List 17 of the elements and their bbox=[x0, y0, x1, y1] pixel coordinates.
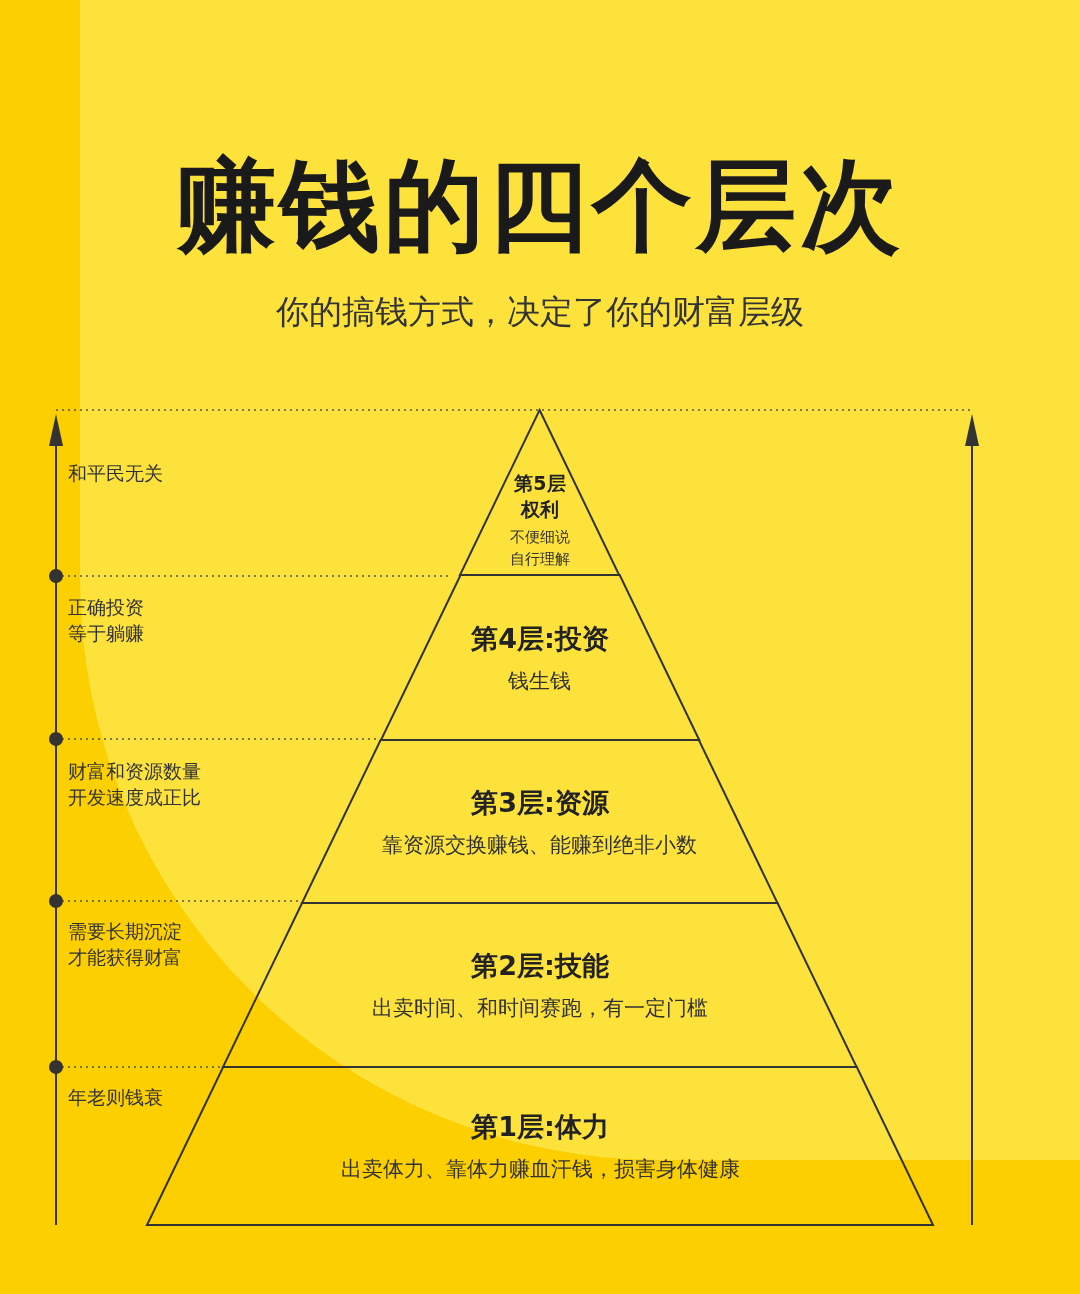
layer-description: 靠资源交换赚钱、能赚到绝非小数 bbox=[382, 831, 698, 859]
side-note: 年老则钱衰 bbox=[68, 1085, 164, 1110]
layer-description: 出卖体力、靠体力赚血汗钱，损害身体健康 bbox=[340, 1156, 740, 1183]
layer-title: 第4层:投资 bbox=[471, 621, 609, 656]
side-note: 正确投资等于躺赚 bbox=[68, 595, 145, 646]
layer-title: 第2层:技能 bbox=[471, 949, 609, 983]
layer-description: 出卖时间、和时间赛跑，有一定门槛 bbox=[372, 995, 708, 1022]
layer-description: 钱生钱 bbox=[508, 667, 572, 695]
layer-description: 不便细说自行理解 bbox=[509, 527, 571, 570]
subtitle: 你的搞钱方式，决定了你的财富层级 bbox=[275, 291, 805, 333]
title: 赚钱的四个层次 bbox=[175, 146, 905, 266]
side-note: 需要长期沉淀才能获得财富 bbox=[68, 919, 183, 970]
layer-title: 第5层权利 bbox=[513, 471, 567, 522]
side-note: 财富和资源数量开发速度成正比 bbox=[68, 759, 202, 810]
layer-title: 第3层:资源 bbox=[471, 785, 609, 820]
layer-title: 第1层:体力 bbox=[471, 1110, 609, 1144]
side-note: 和平民无关 bbox=[68, 461, 164, 486]
